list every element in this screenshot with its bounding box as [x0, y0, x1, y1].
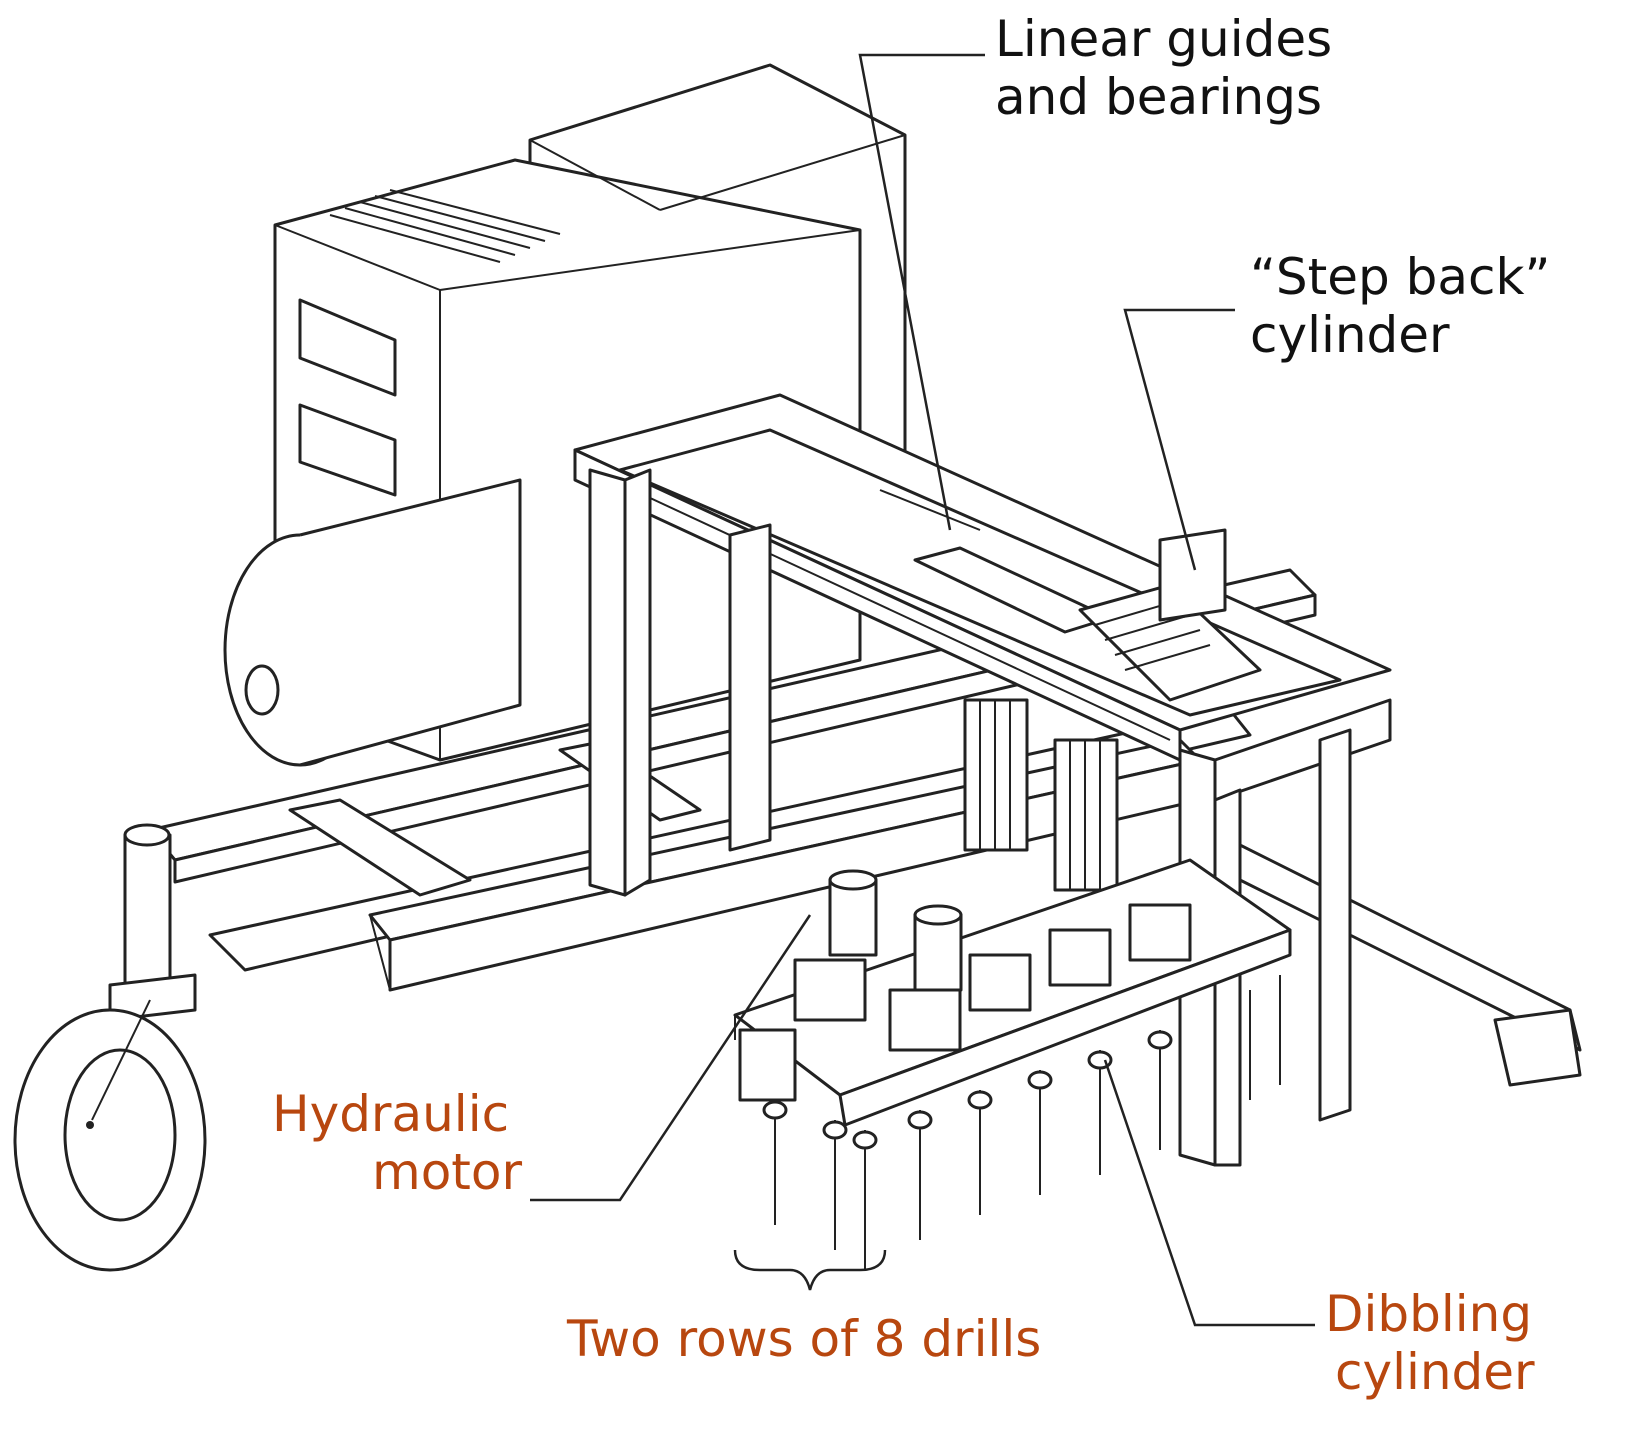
label-dibbling-cylinder: Dibbling cylinder [1325, 1285, 1535, 1401]
label-two-rows-of-drills: Two rows of 8 drills [567, 1310, 1042, 1368]
drills-brace [733, 1249, 887, 1291]
label-step-back-cylinder: “Step back” cylinder [1250, 248, 1551, 364]
drill-plate [733, 858, 1292, 1127]
dibbling-cylinders [963, 698, 1119, 892]
label-hydraulic-motor: Hydraulic motor [272, 1085, 523, 1201]
caster-wheel [13, 823, 207, 1272]
label-linear-guides: Linear guides and bearings [995, 10, 1333, 126]
air-tank [223, 478, 522, 767]
leader-lines [530, 53, 1315, 1327]
